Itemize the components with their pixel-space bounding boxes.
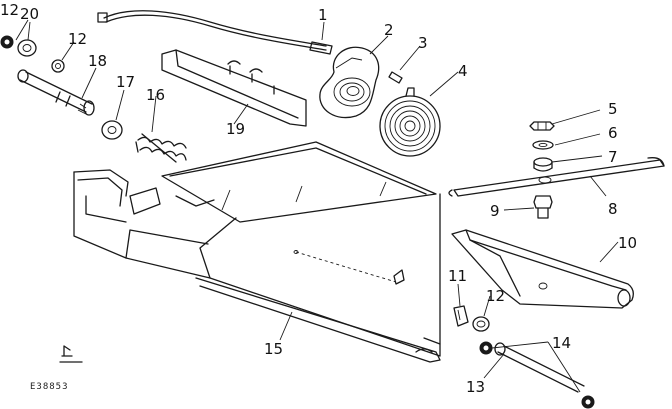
callout-10: 10: [618, 234, 637, 252]
leader-lines: [15, 19, 619, 393]
part-15-housing: [73, 141, 441, 363]
callout-16: 16: [146, 86, 165, 104]
part-3-pin: [388, 71, 403, 84]
part-12-bushing-right: [472, 316, 490, 332]
callout-18: 18: [88, 52, 107, 70]
part-5-nut: [529, 121, 555, 131]
callout-3: 3: [418, 34, 428, 52]
part-1-cable: [97, 10, 333, 55]
callout-19: 19: [226, 120, 245, 138]
callout-4: 4: [458, 62, 468, 80]
callout-9: 9: [490, 202, 500, 220]
part-6-washer: [532, 140, 554, 150]
part-17-washer: [101, 120, 123, 140]
callout-11: 11: [448, 267, 467, 285]
part-12-bushing-top-left: [0, 35, 14, 49]
part-20-washer: [17, 39, 37, 57]
callout-6: 6: [608, 124, 618, 142]
part-10-bracket-arm: [451, 229, 634, 309]
callout-1: 1: [318, 6, 328, 24]
callout-13: 13: [466, 378, 485, 396]
callout-5: 5: [608, 100, 618, 118]
part-18-axle: [17, 69, 95, 116]
part-11-clip: [453, 305, 469, 327]
callout-15: 15: [264, 340, 283, 358]
callout-20: 20: [20, 5, 39, 23]
callout-labels: 1 2 3 4 5 6 7 8 9 10 11 12 13 14 15 16 1…: [0, 1, 637, 396]
part-2-cam: [319, 46, 380, 119]
callout-2: 2: [384, 21, 394, 39]
part-12-bushing-left: [51, 59, 65, 73]
callout-12-right: 12: [486, 287, 505, 305]
part-14-end-cap-left: [479, 341, 493, 355]
orientation-symbol: [59, 345, 83, 363]
part-7-bushing: [533, 157, 553, 172]
part-4-clock-spring: [379, 87, 441, 157]
part-9-bolt: [533, 195, 553, 219]
callout-8: 8: [608, 200, 618, 218]
callout-12-left: 12: [68, 30, 87, 48]
callout-12-top-left: 12: [0, 1, 19, 19]
callout-7: 7: [608, 148, 618, 166]
part-8-lever: [448, 157, 665, 197]
part-19-plate: [161, 49, 307, 127]
part-14-end-cap-right: [581, 395, 595, 409]
part-16-spring: [135, 133, 187, 163]
callout-17: 17: [116, 73, 135, 91]
figure-id: E38853: [30, 382, 69, 392]
part-13-shaft: [494, 342, 585, 393]
callout-14: 14: [552, 334, 571, 352]
